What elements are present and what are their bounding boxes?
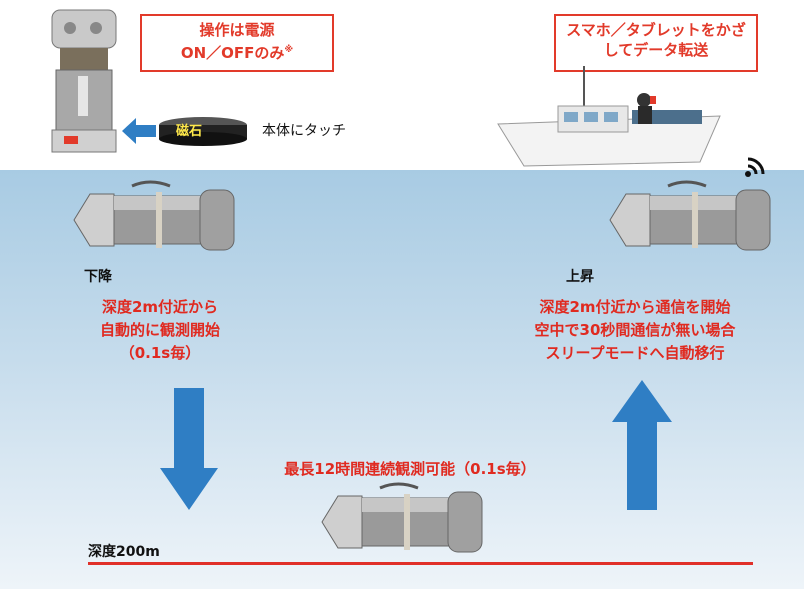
callout-transfer-line2: してデータ転送 <box>603 41 709 59</box>
descend-line1: 深度2m付近から <box>101 298 219 316</box>
magnet-icon <box>159 117 247 146</box>
wireless-signal-icon <box>745 157 765 177</box>
left-arrow-icon <box>122 118 156 144</box>
ascend-line2: 空中で30秒間通信が無い場合 <box>534 321 736 339</box>
device-descending-icon <box>73 180 235 251</box>
descend-text: 深度2m付近から 自動的に観測開始 （0.1s毎） <box>60 296 260 365</box>
device-bottom-icon <box>321 482 483 553</box>
depth-line <box>88 562 753 565</box>
ascend-text: 深度2m付近から通信を開始 空中で30秒間通信が無い場合 スリープモードへ自動移… <box>510 296 760 365</box>
callout-transfer-line1: スマホ／タブレットをかざ <box>566 21 746 39</box>
callout-transfer: スマホ／タブレットをかざ してデータ転送 <box>554 14 758 72</box>
continuous-observation-text: 最長12時間連続観測可能（0.1s毎） <box>284 460 536 478</box>
up-arrow-icon <box>612 380 672 510</box>
ascend-line3: スリープモードへ自動移行 <box>545 344 725 362</box>
descend-line2: 自動的に観測開始 <box>99 321 220 339</box>
ascend-line1: 深度2m付近から通信を開始 <box>539 298 731 316</box>
boat-icon <box>497 66 721 167</box>
touch-label: 本体にタッチ <box>262 123 346 139</box>
down-arrow-icon <box>160 388 218 510</box>
device-ascending-icon <box>609 180 771 251</box>
depth-label: 深度200m <box>88 544 160 560</box>
descend-line3: （0.1s毎） <box>119 344 201 362</box>
magnet-label: 磁石 <box>176 124 203 139</box>
callout-operation-line2: ON／OFFのみ※ <box>180 44 294 62</box>
callout-operation: 操作は電源 ON／OFFのみ※ <box>140 14 334 72</box>
device-upright-icon <box>51 9 117 153</box>
callout-operation-line1: 操作は電源 <box>199 21 275 39</box>
descend-title: 下降 <box>84 269 112 285</box>
ascend-title: 上昇 <box>566 269 594 285</box>
